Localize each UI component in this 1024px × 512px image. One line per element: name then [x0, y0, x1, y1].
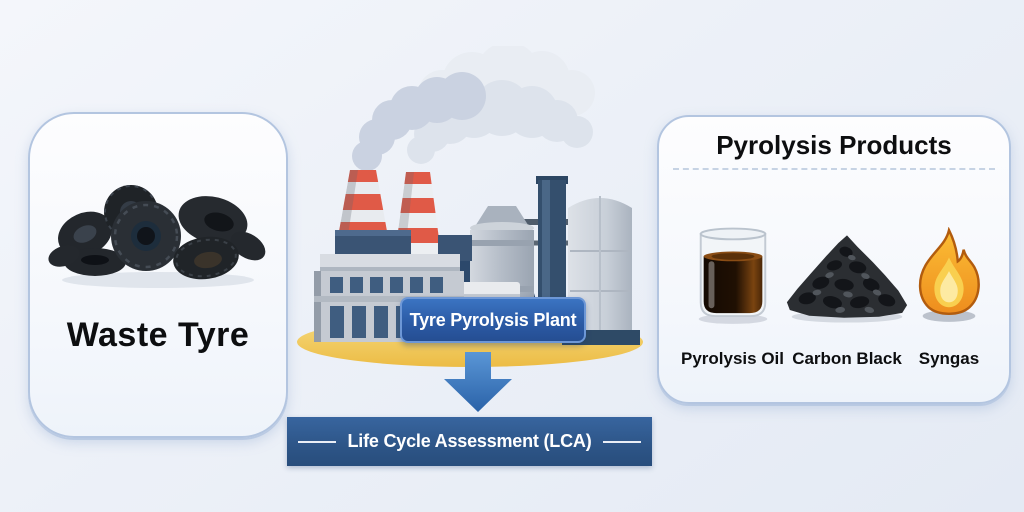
product-pyrolysis-oil: Pyrolysis Oil	[681, 225, 784, 369]
product-label-syngas: Syngas	[918, 349, 980, 368]
smoke-clouds	[352, 46, 595, 171]
banner-line-right	[602, 440, 641, 443]
product-carbon-black: Carbon Black	[784, 229, 910, 369]
product-label-carbon-black: Carbon Black	[792, 349, 902, 368]
title-divider	[673, 168, 995, 170]
product-syngas: Syngas	[910, 227, 988, 369]
product-label-pyrolysis-oil: Pyrolysis Oil	[681, 349, 784, 368]
plant-name-badge: Tyre Pyrolysis Plant	[400, 297, 586, 343]
banner-line-left	[298, 440, 337, 443]
tyre-pile-icon	[48, 185, 266, 288]
coal-pile-icon	[786, 235, 908, 323]
plant-name-label: Tyre Pyrolysis Plant	[409, 309, 577, 330]
flame-icon	[918, 227, 980, 322]
products-title: Pyrolysis Products	[716, 130, 952, 160]
waste-tyre-label: Waste Tyre	[66, 316, 250, 354]
lca-banner: Life Cycle Assessment (LCA)	[287, 417, 652, 466]
down-arrow-icon	[444, 352, 512, 412]
lca-banner-label: Life Cycle Assessment (LCA)	[347, 431, 592, 451]
beaker-oil-icon	[698, 227, 767, 324]
products-row: Pyrolysis Oil	[659, 225, 1009, 369]
pyrolysis-products-panel: Pyrolysis Products	[657, 115, 1011, 404]
waste-tyre-panel: Waste Tyre	[28, 112, 288, 438]
